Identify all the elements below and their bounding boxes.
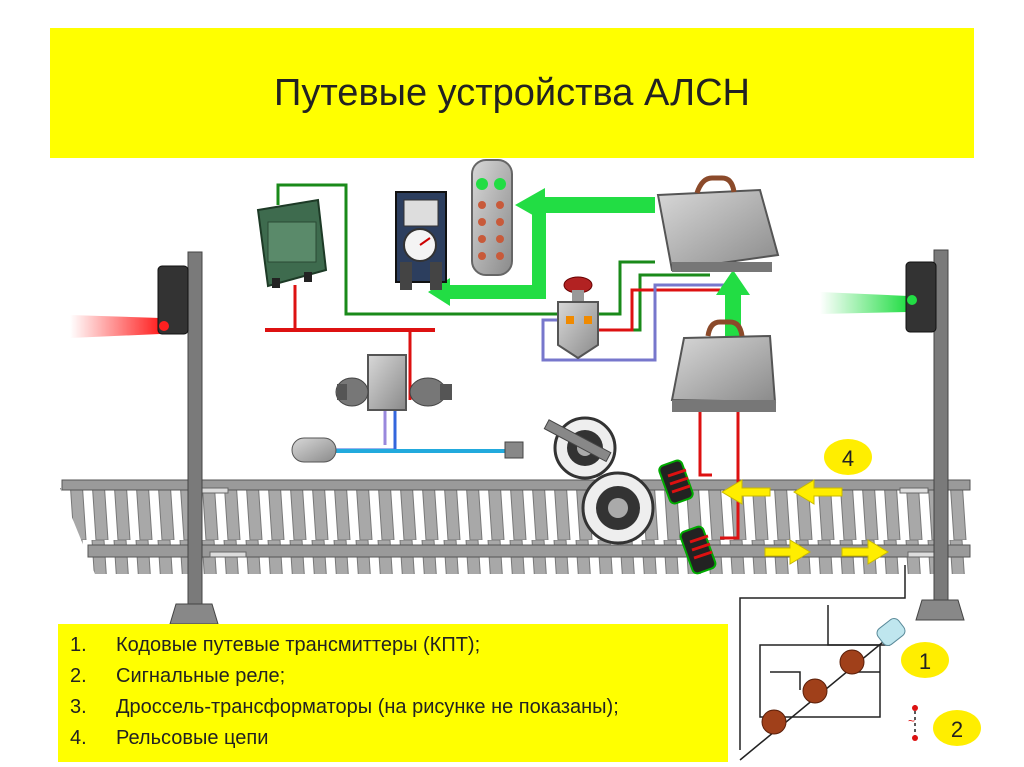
rail-circuit-badge: 4	[824, 439, 872, 475]
signal-head	[905, 261, 937, 333]
red-light-beam	[70, 315, 160, 338]
legend-box: 1.Кодовые путевые трансмиттеры (КПТ); 2.…	[58, 624, 728, 762]
legend-item: 4.Рельсовые цепи	[70, 727, 269, 749]
air-reservoir	[291, 437, 524, 463]
svg-text:1: 1	[919, 649, 931, 674]
green-arrow-left	[428, 278, 546, 306]
decoder-box	[256, 198, 328, 288]
svg-text:~: ~	[908, 714, 915, 728]
relay-badge: 2	[933, 710, 981, 746]
amplifier-box	[656, 175, 780, 272]
wiring	[265, 183, 740, 540]
blue-wire	[541, 283, 730, 362]
svg-text:2: 2	[951, 717, 963, 742]
rail-joint	[209, 551, 247, 558]
mast-base	[169, 603, 219, 625]
green-arrow-shaft	[532, 205, 546, 295]
rail-far	[61, 479, 971, 491]
page-title: Путевые устройства АЛСН	[274, 71, 750, 114]
green-arrow-left	[515, 188, 655, 222]
mast-base	[915, 599, 965, 621]
right-signal	[820, 249, 965, 621]
green-lamp	[907, 295, 917, 305]
receiver-box	[670, 319, 777, 412]
legend-list: 1.Кодовые путевые трансмиттеры (КПТ); 2.…	[58, 624, 728, 754]
speed-valve-unit	[395, 191, 447, 290]
railway-track	[60, 479, 971, 574]
red-lamp	[159, 321, 169, 331]
signal-mast	[187, 251, 203, 613]
vigilance-handle	[557, 276, 599, 360]
motor-icon	[876, 618, 906, 646]
legend-item: 3.Дроссель-трансформаторы (на рисунке не…	[70, 696, 619, 718]
locomotive-signal	[471, 159, 513, 276]
schematic-cams: ~	[761, 618, 918, 741]
code-current-arrows	[721, 479, 889, 565]
legend-item: 1.Кодовые путевые трансмиттеры (КПТ);	[70, 634, 481, 656]
rail-joint	[199, 487, 229, 494]
rail-joint	[899, 487, 929, 494]
track-receiver-coils	[658, 459, 717, 575]
left-signal	[70, 251, 219, 625]
wheelset	[543, 416, 655, 545]
red-wire	[720, 412, 740, 540]
green-wire	[276, 183, 655, 316]
svg-text:4: 4	[842, 446, 854, 471]
legend-item: 2.Сигнальные реле;	[70, 665, 286, 687]
signal-head	[157, 265, 189, 335]
transmitter-badge: 1	[901, 642, 949, 678]
red-wire	[698, 412, 712, 477]
rail-near	[87, 544, 971, 558]
electro-pneumatic-valve	[335, 354, 452, 411]
green-light-beam	[820, 292, 908, 314]
title-banner: Путевые устройства АЛСН	[50, 28, 974, 158]
red-wire	[595, 288, 720, 332]
